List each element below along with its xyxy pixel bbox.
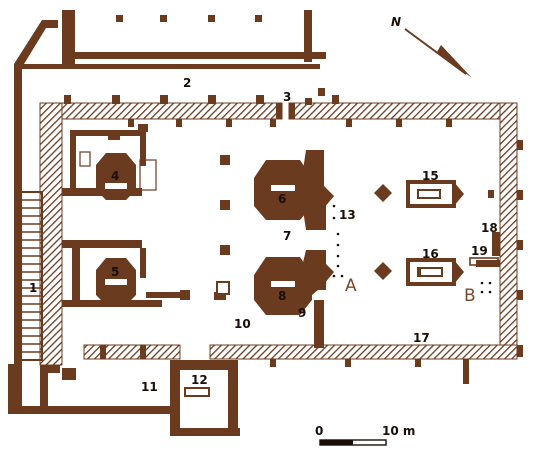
sarcophagi: [79, 151, 441, 397]
point-label-b: B: [464, 286, 476, 306]
room-label-6: 6: [278, 192, 286, 206]
room-label-7: 7: [283, 229, 291, 243]
solid-walls: [8, 10, 523, 436]
room-label-16: 16: [422, 247, 439, 261]
room-label-8: 8: [278, 289, 286, 303]
chapels-15-16: [406, 180, 464, 286]
room-label-11: 11: [141, 380, 158, 394]
room-label-9: 9: [298, 306, 306, 320]
room-label-4: 4: [111, 169, 119, 183]
room-label-15: 15: [422, 169, 439, 183]
scale-bar: 0 10 m: [315, 424, 415, 446]
room-label-13: 13: [339, 208, 356, 222]
room-label-1: 1: [29, 281, 37, 295]
room-label-18: 18: [481, 221, 498, 235]
dotted-markers: [332, 204, 492, 294]
scale-end: 10 m: [382, 424, 415, 438]
stairs: [20, 191, 43, 361]
hatched-walls: [39, 102, 518, 366]
room-labels: 1 2 3 4 5 6 7 8 9 10 11 12 13 15 16 17 1…: [29, 76, 498, 394]
room-label-5: 5: [111, 265, 119, 279]
niche-19: [469, 257, 499, 266]
north-label: N: [391, 15, 401, 29]
room-label-10: 10: [234, 317, 251, 331]
room-label-3: 3: [283, 90, 291, 104]
room-label-17: 17: [413, 331, 430, 345]
scale-start: 0: [315, 424, 323, 438]
point-label-a: A: [345, 276, 357, 296]
room-label-19: 19: [471, 244, 488, 258]
north-arrow: N: [391, 15, 472, 78]
room-label-2: 2: [183, 76, 191, 90]
room-label-12: 12: [191, 373, 208, 387]
